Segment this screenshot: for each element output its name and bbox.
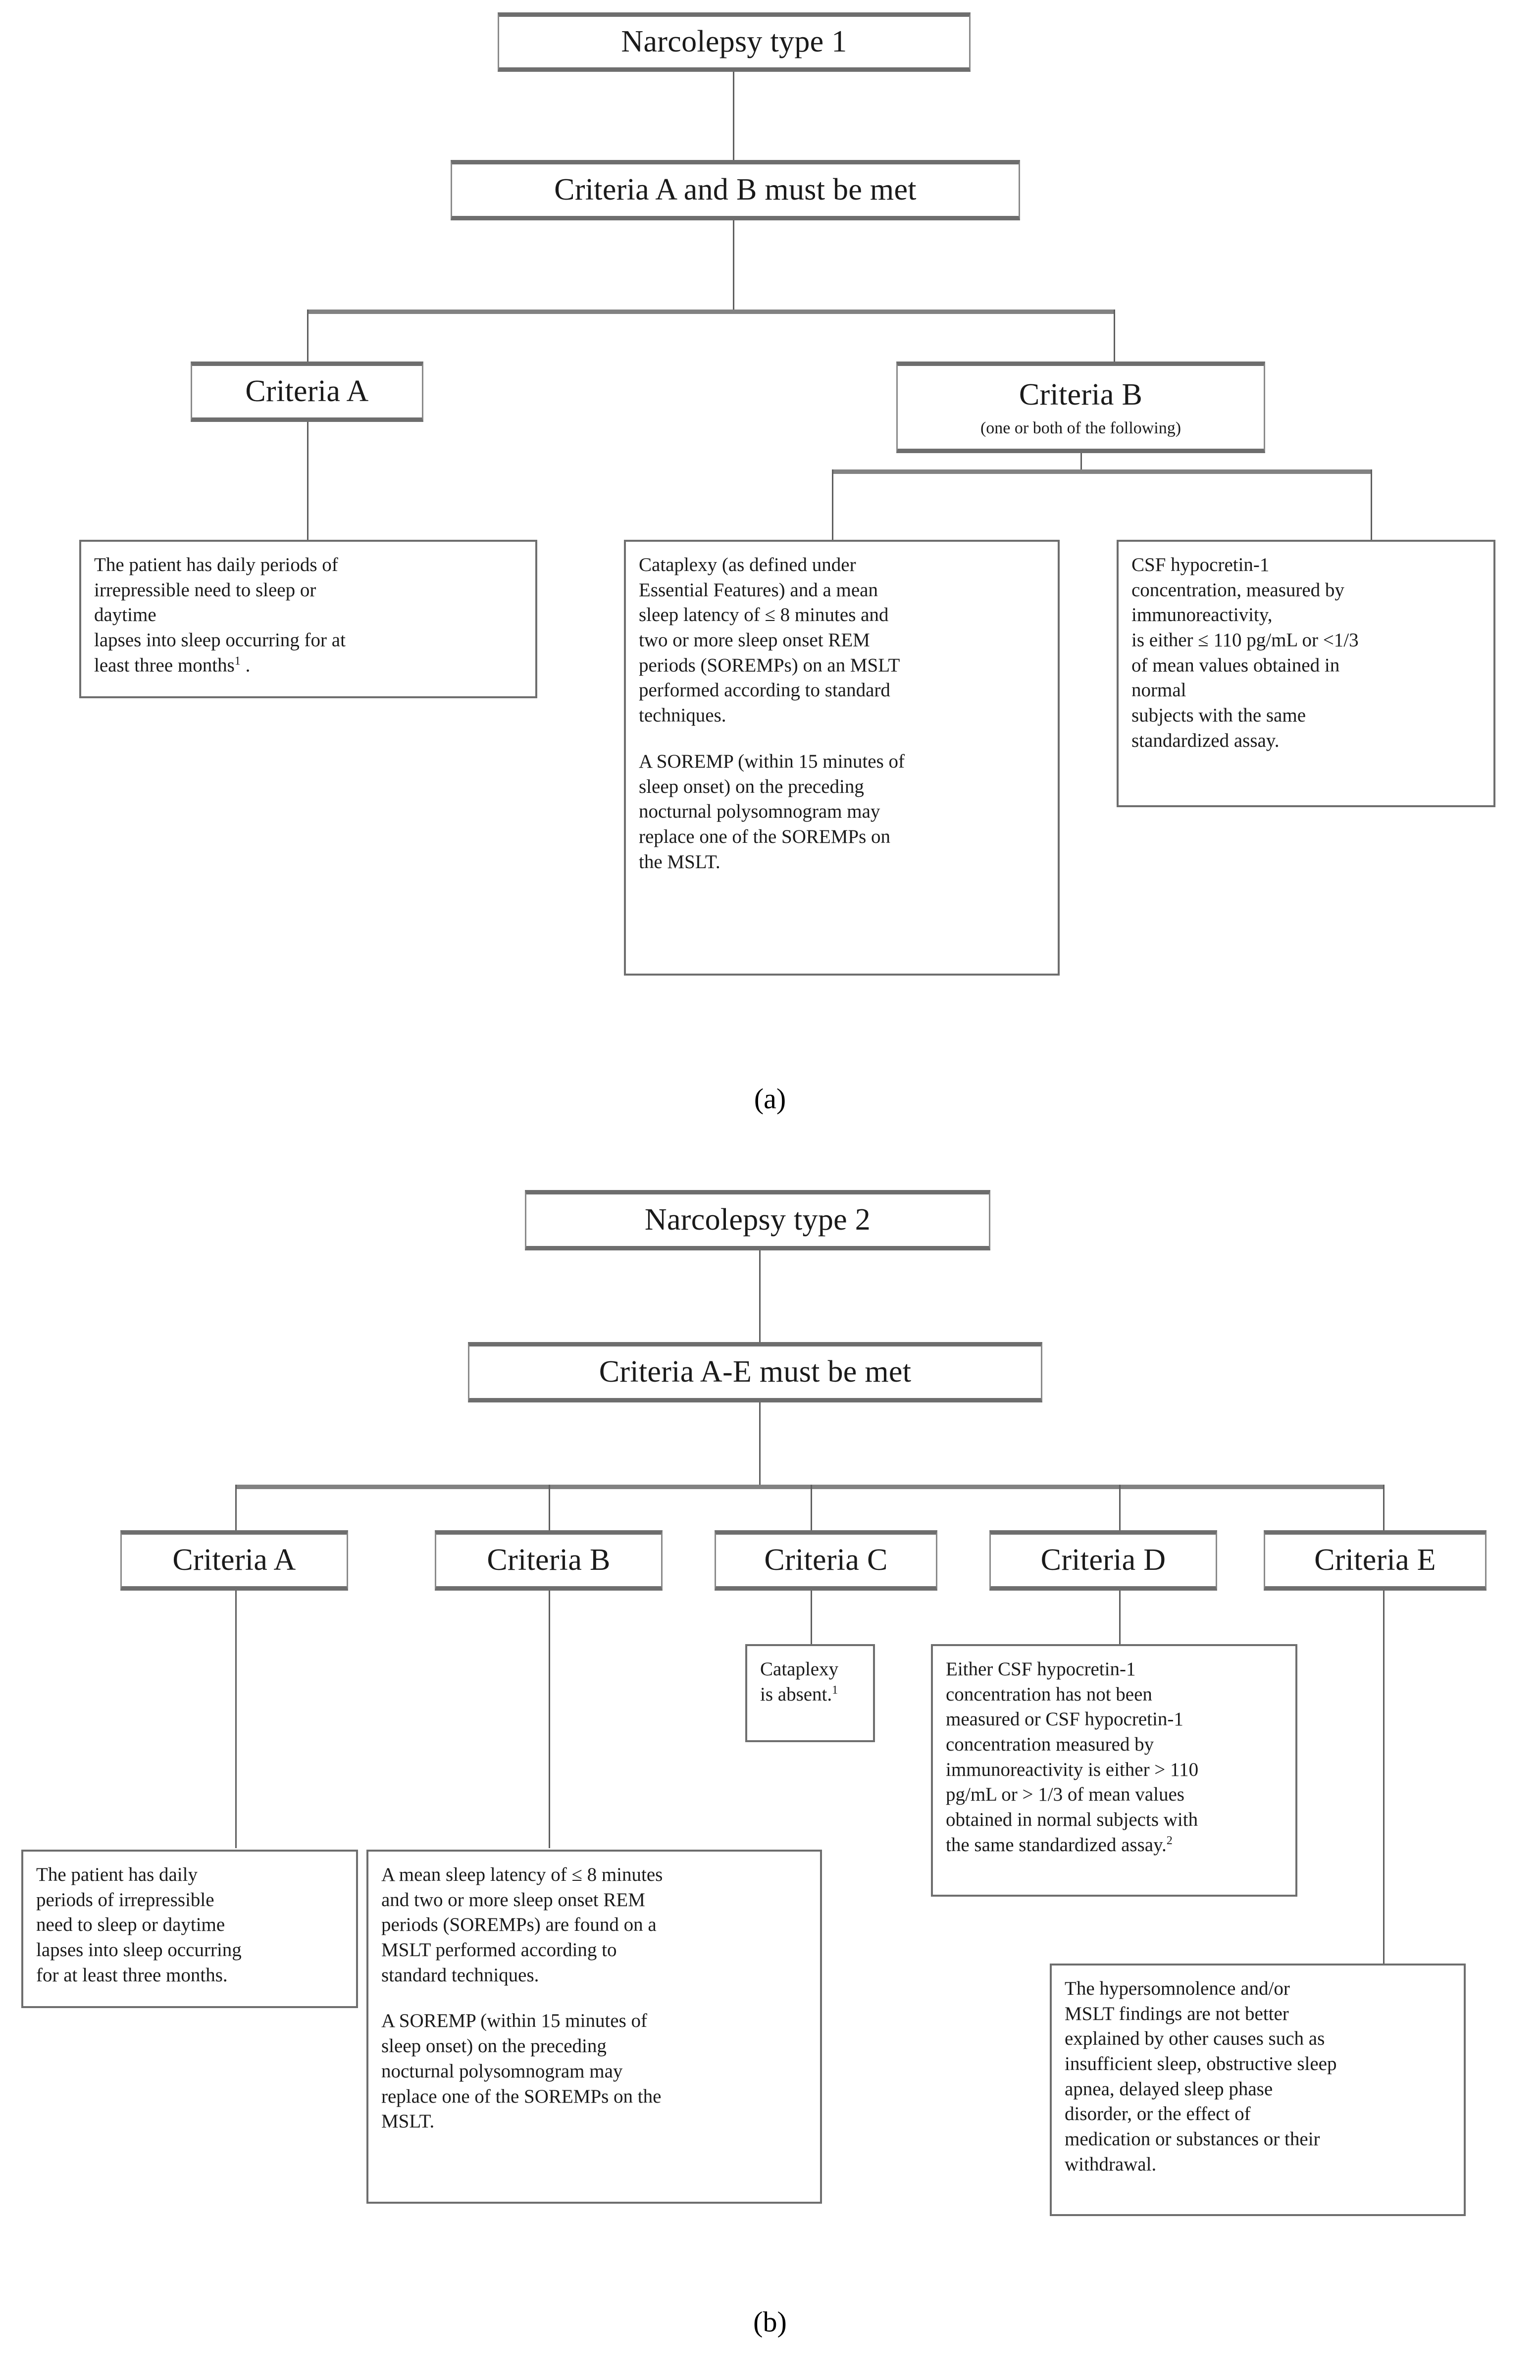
panel-b-criteria-c-label: Criteria C xyxy=(764,1543,888,1577)
connector-b-fan-critE xyxy=(1383,1485,1385,1532)
connector-b-critE-text xyxy=(1383,1591,1385,1965)
connector-a-subsplit-opt1 xyxy=(832,469,833,541)
connector-a-critB-split xyxy=(1080,453,1082,470)
connector-a-critA-text xyxy=(307,422,308,541)
panel-a-criteria-a-box: Criteria A xyxy=(191,362,423,422)
connector-b-critB-text xyxy=(549,1591,550,1848)
panel-a-criteria-b-box: Criteria B (one or both of the following… xyxy=(896,362,1265,453)
connector-b-fan-critD xyxy=(1119,1485,1121,1532)
connector-b-gate-fan xyxy=(759,1402,761,1487)
panel-b-criteria-e-box: Criteria E xyxy=(1264,1530,1487,1591)
panel-a-criteria-b-sublabel: (one or both of the following) xyxy=(980,419,1181,438)
panel-b-title: Narcolepsy type 2 xyxy=(644,1203,871,1237)
panel-b-title-box: Narcolepsy type 2 xyxy=(525,1190,990,1250)
panel-b-criteria-b-label: Criteria B xyxy=(487,1543,611,1577)
connector-b-critD-text xyxy=(1119,1591,1121,1645)
panel-a-title-box: Narcolepsy type 1 xyxy=(498,12,971,72)
panel-b-criteria-e-label: Criteria E xyxy=(1314,1543,1436,1577)
panel-a-criteria-a-label: Criteria A xyxy=(245,374,369,409)
panel-b-criteria-b-box: Criteria B xyxy=(435,1530,663,1591)
connector-a-subsplit-opt2 xyxy=(1371,469,1372,541)
panel-a-gate-label: Criteria A and B must be met xyxy=(554,173,917,207)
sub-split-bar-a xyxy=(832,469,1372,474)
connector-b-fan-critC xyxy=(811,1485,812,1532)
panel-b-criteria-a-label: Criteria A xyxy=(172,1543,296,1577)
panel-b-label-text: (b) xyxy=(753,2306,787,2338)
criteria-d-footnote-marker: 2 xyxy=(1166,1833,1173,1847)
panel-b-criteria-a-box: Criteria A xyxy=(120,1530,348,1591)
panel-b-gate-box: Criteria A-E must be met xyxy=(468,1342,1042,1402)
connector-b-critA-text xyxy=(235,1591,237,1848)
connector-b-fan-critB xyxy=(549,1485,550,1532)
connector-b-fan-critA xyxy=(235,1485,237,1532)
panel-b-criteria-d-label: Criteria D xyxy=(1040,1543,1166,1577)
criteria-c-footnote-marker: 1 xyxy=(832,1683,838,1697)
panel-a-label: (a) xyxy=(683,1082,857,1115)
panel-b-label: (b) xyxy=(683,2305,857,2338)
split-bar-a xyxy=(307,310,1115,314)
panel-a-criteria-b-label: Criteria B xyxy=(1019,378,1143,412)
panel-a-title: Narcolepsy type 1 xyxy=(621,25,847,59)
panel-b-criteria-c-box: Criteria C xyxy=(715,1530,937,1591)
connector-a-split-critA xyxy=(307,310,308,369)
connector-b-critC-text xyxy=(811,1591,812,1645)
connector-a-gate-split xyxy=(733,220,734,312)
connector-a-title-gate xyxy=(733,72,734,161)
fan-bar-b xyxy=(235,1485,1384,1489)
panel-b-criteria-d-box: Criteria D xyxy=(989,1530,1217,1591)
panel-b-gate-label: Criteria A-E must be met xyxy=(599,1355,912,1389)
connector-a-split-critB xyxy=(1114,310,1115,369)
panel-a-label-text: (a) xyxy=(754,1083,786,1115)
connector-b-title-gate xyxy=(759,1250,761,1345)
panel-a-gate-box: Criteria A and B must be met xyxy=(451,160,1020,220)
